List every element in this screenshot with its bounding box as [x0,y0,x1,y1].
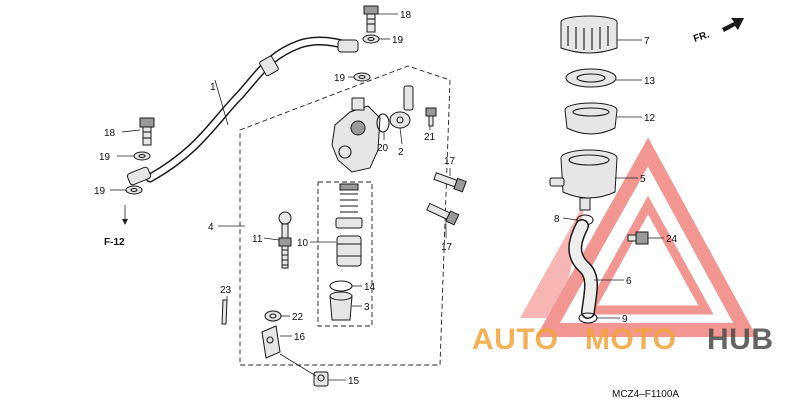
sealing-washer-2[interactable] [353,72,371,82]
leader-lines [110,13,664,381]
callout-19-left: 19 [99,152,111,163]
diagram-code: MCZ4–F1100A [612,389,679,400]
watermark-inner-triangle [582,195,714,315]
callout-19-top: 19 [392,35,404,46]
callout-20: 20 [377,143,389,154]
callout-21: 21 [424,132,436,143]
callout-19-bottom: 19 [94,186,106,197]
callout-18-top: 18 [400,10,412,21]
reservoir-cap[interactable] [560,15,618,54]
front-arrow-icon [722,18,744,32]
watermark-part-auto: AUTO [472,323,558,356]
callout-15: 15 [348,376,360,387]
callout-9: 9 [622,314,628,325]
sealing-washer-3[interactable] [133,151,151,161]
callout-14: 14 [364,282,376,293]
joint-screw[interactable] [425,107,437,127]
front-direction-indicator: FR. [692,18,744,45]
callout-17-bottom: 17 [441,242,453,253]
callout-13: 13 [644,76,656,87]
push-rod-joint[interactable] [261,325,281,359]
push-rod-nut[interactable] [264,310,282,322]
callout-22: 22 [292,312,304,323]
watermark-left-triangle [520,200,586,318]
callout-1: 1 [210,82,216,93]
reservoir-tank[interactable] [549,149,618,211]
joint-pin[interactable] [313,371,329,387]
mounting-bolt-1[interactable] [433,171,467,193]
master-cylinder-body[interactable] [331,97,381,173]
callout-19-mid: 19 [334,73,346,84]
callout-12: 12 [644,113,656,124]
callout-10: 10 [297,238,309,249]
callout-23: 23 [220,285,232,296]
reservoir-diaphragm[interactable] [564,102,618,135]
master-cylinder-boundary [239,65,451,366]
watermark-part-hub: HUB [707,323,774,356]
banjo-bolt-left[interactable] [139,117,155,146]
callout-6: 6 [626,276,632,287]
watermark-part-moto: MOTO [585,323,676,356]
sealing-washer-1[interactable] [362,34,380,44]
banjo-bolt-top[interactable] [363,5,379,33]
reference-f12: F-12 [104,237,125,248]
cotter-pin[interactable] [221,299,228,325]
callout-5: 5 [640,174,646,185]
callout-16: 16 [294,332,306,343]
reservoir-hose[interactable] [568,219,598,319]
reservoir-plate[interactable] [565,68,617,88]
callout-17-top: 17 [444,156,456,167]
push-rod-boot[interactable] [329,291,353,321]
mounting-bolt-2[interactable] [426,202,460,226]
callout-3: 3 [364,302,370,313]
watermark-text: AUTO MOTO HUB [472,323,774,356]
callout-8: 8 [554,214,560,225]
watermark-logo [520,137,757,337]
tank-mounting-screw[interactable] [627,231,649,245]
callout-4: 4 [208,222,214,233]
watermark-outer-triangle [536,137,757,337]
callout-2: 2 [398,147,404,158]
sealing-washer-4[interactable] [125,185,143,195]
circlip[interactable] [329,280,353,292]
piston-kit-boundary [317,181,373,327]
push-rod[interactable] [278,211,292,269]
callout-labels: 18 19 1 19 18 19 19 F-12 2 20 21 17 17 4… [94,10,678,387]
callout-24: 24 [666,234,678,245]
callout-18-left: 18 [104,128,116,139]
reservoir-hose-joint[interactable] [389,85,414,129]
front-label: FR. [692,29,711,45]
callout-7: 7 [644,36,650,47]
callout-11: 11 [252,234,263,245]
o-ring[interactable] [376,113,390,133]
brake-hose[interactable] [126,36,359,186]
piston-set[interactable] [335,183,363,267]
